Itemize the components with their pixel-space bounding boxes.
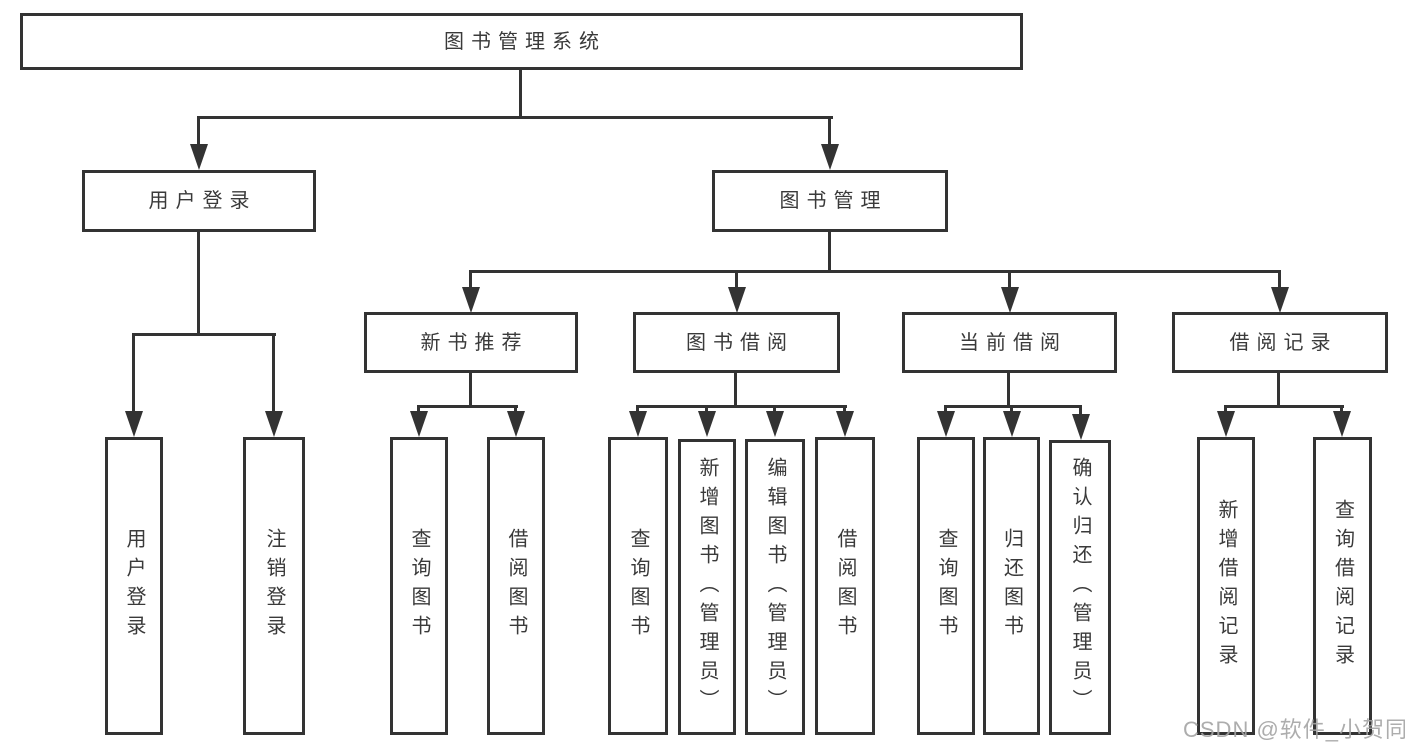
current-borrowing-branch-hline	[944, 405, 1082, 408]
node-user-login: 用户登录	[82, 170, 316, 232]
leaf-return-books: 归还图书	[983, 437, 1040, 735]
node-label: 借阅记录	[1229, 331, 1338, 354]
arrow-to-book-management	[821, 144, 839, 170]
arrow-stem-login-leaf	[132, 335, 135, 417]
csdn-watermark: CSDN @软件_小贺同学	[1183, 717, 1405, 742]
arrow-to-query-books-3	[937, 411, 955, 437]
book-borrowing-stem-line	[734, 373, 737, 408]
user-login-branch-hline	[132, 333, 276, 336]
new-book-recommend-branch-hline	[417, 405, 518, 408]
arrow-to-book-borrowing	[728, 287, 746, 313]
arrow-to-borrow-books-1	[507, 411, 525, 437]
arrow-to-new-book-recommend	[462, 287, 480, 313]
arrow-to-borrow-books-2	[836, 411, 854, 437]
node-library-management-system: 图书管理系统	[20, 13, 1023, 70]
node-label: 新书推荐	[420, 331, 529, 354]
leaf-label: 借阅图书	[834, 528, 856, 644]
user-login-stem-line	[197, 232, 200, 335]
borrow-records-stem-line	[1277, 373, 1280, 408]
arrow-stem-current-borrowing	[1008, 272, 1011, 292]
leaf-query-books-3: 查询图书	[917, 437, 975, 735]
arrow-stem-book-management	[828, 118, 831, 148]
leaf-label: 确认归还（管理员）	[1069, 457, 1091, 718]
node-label: 图书管理系统	[444, 30, 606, 53]
leaf-label: 查询图书	[627, 528, 649, 644]
leaf-label: 查询图书	[408, 528, 430, 644]
arrow-to-logout-leaf	[265, 411, 283, 437]
leaf-query-borrow-record: 查询借阅记录	[1313, 437, 1372, 735]
leaf-query-books-1: 查询图书	[390, 437, 448, 735]
leaf-label: 归还图书	[1000, 528, 1023, 644]
leaf-borrow-books-2: 借阅图书	[815, 437, 875, 735]
arrow-to-query-borrow-record	[1333, 411, 1351, 437]
arrow-stem-user-login	[197, 118, 200, 148]
node-current-borrowing: 当前借阅	[902, 312, 1117, 373]
leaf-label: 借阅图书	[505, 528, 527, 644]
leaf-label: 查询图书	[935, 528, 957, 644]
arrow-to-return-books	[1003, 411, 1021, 437]
arrow-to-edit-book	[766, 411, 784, 437]
root-stem-line	[519, 70, 522, 118]
arrow-to-current-borrowing	[1001, 287, 1019, 313]
arrow-stem-logout-leaf	[272, 335, 275, 417]
leaf-label: 编辑图书（管理员）	[764, 456, 786, 718]
arrow-stem-new-book-recommend	[469, 272, 472, 292]
book-management-stem-line	[828, 232, 831, 272]
node-label: 用户登录	[148, 190, 257, 212]
leaf-borrow-books-1: 借阅图书	[487, 437, 545, 735]
leaf-edit-book-admin: 编辑图书（管理员）	[745, 439, 805, 735]
book-management-branch-hline	[469, 270, 1281, 273]
leaf-label: 查询借阅记录	[1331, 499, 1354, 673]
arrow-to-query-books-2	[629, 411, 647, 437]
node-label: 图书借阅	[686, 331, 794, 354]
leaf-label: 用户登录	[123, 528, 145, 644]
arrow-to-login-leaf	[125, 411, 143, 437]
node-borrow-records: 借阅记录	[1172, 312, 1388, 373]
leaf-logout: 注销登录	[243, 437, 305, 735]
arrow-to-borrow-records	[1271, 287, 1289, 313]
arrow-to-query-books-1	[410, 411, 428, 437]
arrow-to-confirm-return	[1072, 414, 1090, 440]
leaf-label: 新增借阅记录	[1215, 499, 1237, 673]
current-borrowing-stem-line	[1007, 373, 1010, 408]
node-label: 当前借阅	[959, 331, 1067, 354]
new-book-recommend-stem-line	[469, 373, 472, 408]
root-branch-hline	[197, 116, 833, 119]
leaf-add-borrow-record: 新增借阅记录	[1197, 437, 1255, 735]
leaf-user-login: 用户登录	[105, 437, 163, 735]
node-book-borrowing: 图书借阅	[633, 312, 840, 373]
arrow-to-user-login	[190, 144, 208, 170]
arrow-to-add-book	[698, 411, 716, 437]
leaf-label: 注销登录	[263, 528, 285, 644]
arrow-stem-book-borrowing	[735, 272, 738, 292]
arrow-stem-confirm-return	[1079, 407, 1082, 417]
node-label: 图书管理	[779, 190, 888, 212]
arrow-to-add-borrow-record	[1217, 411, 1235, 437]
node-book-management: 图书管理	[712, 170, 948, 232]
leaf-query-books-2: 查询图书	[608, 437, 668, 735]
book-borrowing-branch-hline	[636, 405, 847, 408]
leaf-confirm-return-admin: 确认归还（管理员）	[1049, 440, 1111, 735]
leaf-label: 新增图书（管理员）	[696, 456, 718, 718]
node-new-book-recommend: 新书推荐	[364, 312, 578, 373]
borrow-records-branch-hline	[1224, 405, 1344, 408]
arrow-stem-borrow-records	[1278, 272, 1281, 292]
leaf-add-book-admin: 新增图书（管理员）	[678, 439, 736, 735]
